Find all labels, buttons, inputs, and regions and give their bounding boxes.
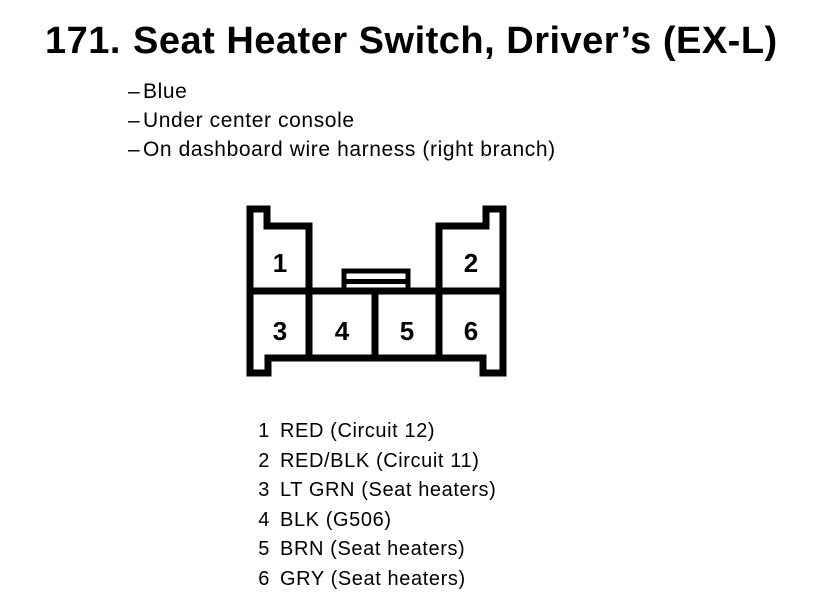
pin-row-1: 1 RED (Circuit 12) [250, 417, 496, 447]
pin-description: GRY (Seat heaters) [280, 567, 466, 590]
connector-cavity-1-label: 1 [273, 248, 287, 278]
connector-cavity-6-label: 6 [464, 316, 478, 346]
pin-number: 4 [258, 508, 270, 531]
pin-description: BLK (G506) [280, 508, 392, 531]
dash-bullet: – [128, 138, 141, 161]
detail-line-location: –Under center console [128, 106, 556, 135]
dash-bullet: – [128, 109, 141, 132]
pin-row-5: 5 BRN (Seat heaters) [250, 535, 496, 565]
pin-row-4: 4 BLK (G506) [250, 506, 496, 536]
pin-number: 6 [258, 567, 270, 590]
dash-bullet: – [128, 80, 141, 103]
page-title: Seat Heater Switch, Driver’s (EX-L) [133, 20, 778, 62]
detail-line-harness: –On dashboard wire harness (right branch… [128, 135, 556, 164]
pin-row-2: 2 RED/BLK (Circuit 11) [250, 447, 496, 477]
detail-line-color: –Blue [128, 77, 556, 106]
detail-text-harness: On dashboard wire harness (right branch) [143, 138, 556, 161]
item-number: 171. [45, 20, 121, 62]
pin-description: BRN (Seat heaters) [280, 538, 466, 560]
connector-cavity-3-label: 3 [273, 316, 287, 346]
pin-description: RED/BLK (Circuit 11) [280, 449, 480, 472]
pin-number: 3 [258, 479, 270, 501]
pin-number: 1 [258, 420, 270, 442]
pin-row-3: 3 LT GRN (Seat heaters) [250, 476, 496, 506]
detail-text-color: Blue [143, 80, 188, 103]
pin-number: 5 [258, 538, 270, 560]
detail-text-location: Under center console [143, 109, 355, 132]
pin-description: LT GRN (Seat heaters) [280, 479, 497, 501]
pin-description: RED (Circuit 12) [280, 420, 436, 442]
connector-cavity-5-label: 5 [400, 316, 414, 346]
detail-list: –Blue –Under center console –On dashboar… [128, 77, 556, 164]
pin-number: 2 [258, 449, 270, 472]
connector-cavity-4-label: 4 [335, 316, 350, 346]
page-heading: 171. Seat Heater Switch, Driver’s (EX-L) [45, 22, 778, 60]
connector-outline [246, 205, 507, 377]
connector-cavity-2-label: 2 [464, 248, 478, 278]
pin-row-6: 6 GRY (Seat heaters) [250, 565, 496, 595]
